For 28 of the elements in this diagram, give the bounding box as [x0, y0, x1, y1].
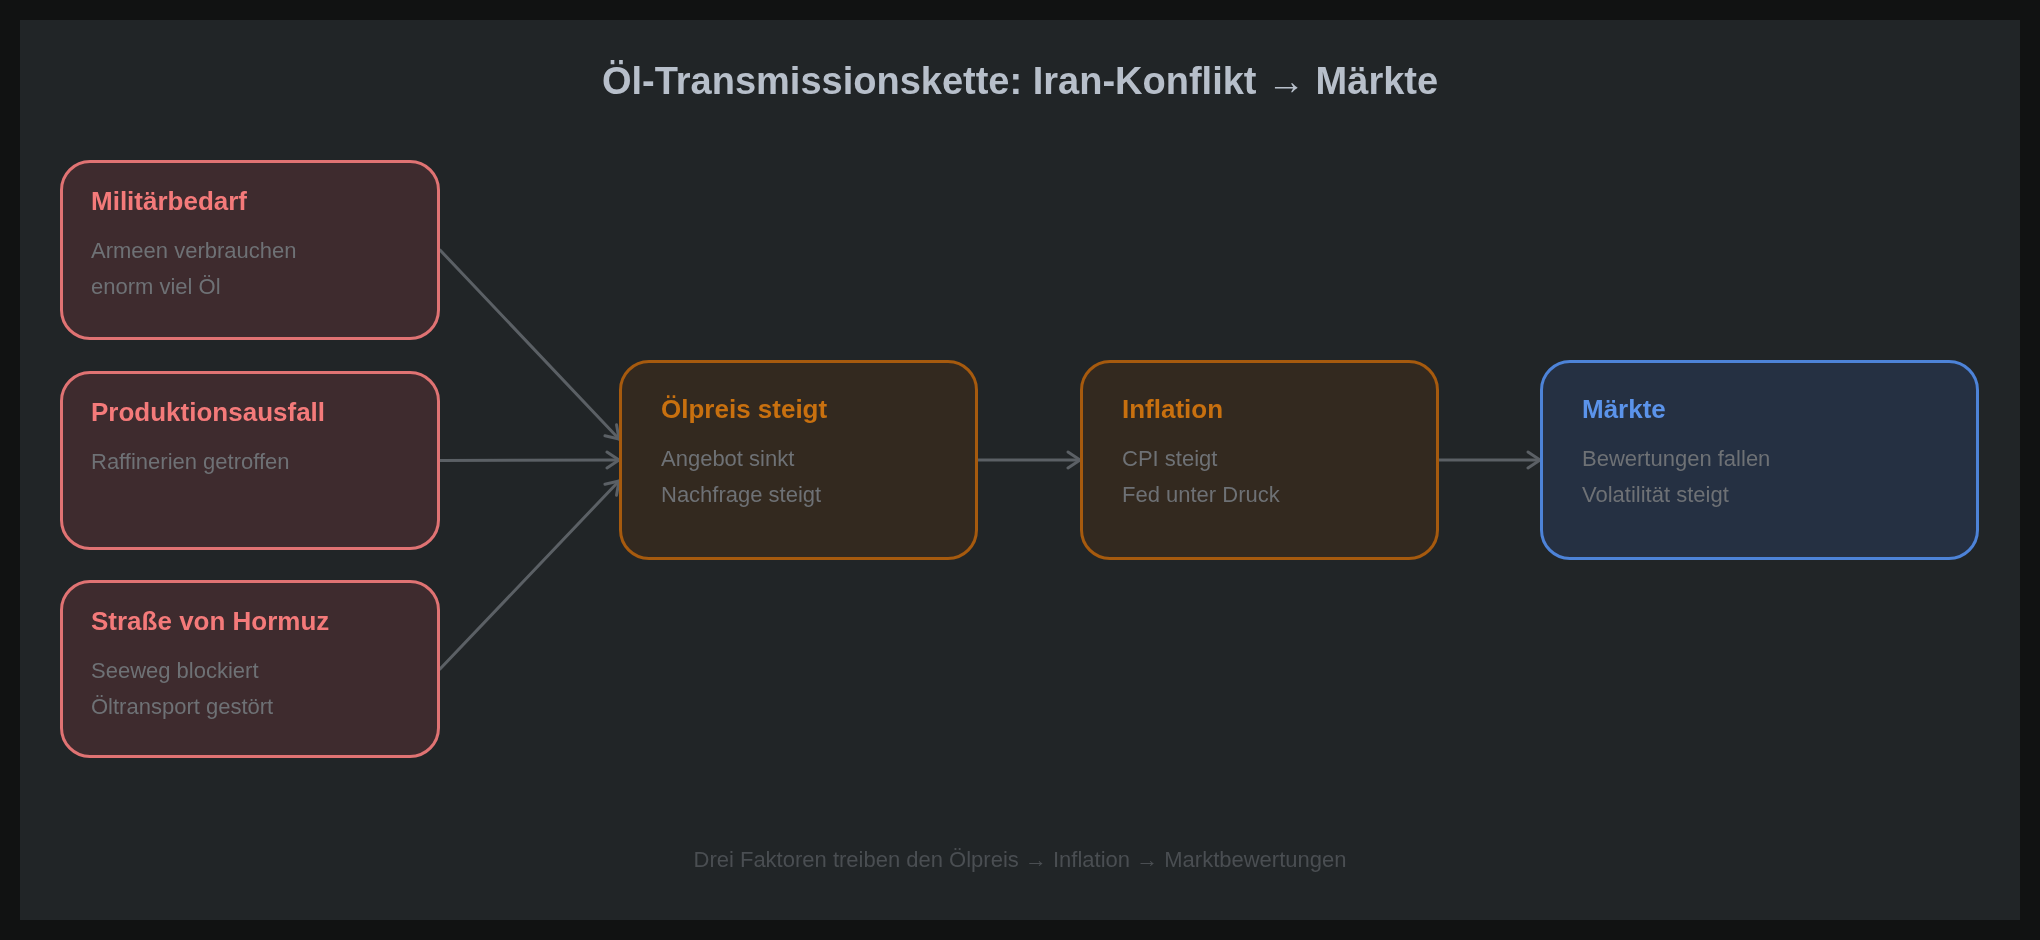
box-text: Nachfrage steigt [661, 481, 822, 509]
box-heading: Produktionsausfall [91, 397, 326, 428]
arrow [976, 450, 1082, 470]
box-text: Bewertungen fallen [1582, 445, 1771, 473]
box-text: Volatilität steigt [1582, 481, 1729, 509]
box-text: Angebot sinkt [661, 445, 795, 473]
box-heading: Ölpreis steigt [661, 394, 828, 425]
process-box [619, 360, 978, 560]
box-text: Armeen verbrauchen enorm viel Öl [91, 237, 298, 301]
diagram-title: Öl-Transmissionskette: Iran-Konflikt → Märkte [601, 59, 1439, 104]
box-heading: Militärbedarf [91, 186, 248, 217]
process-box [1540, 360, 1979, 560]
box-text: Öltransport gestört [91, 693, 274, 721]
box-heading: Straße von Hormuz [91, 606, 330, 637]
box-heading: Märkte [1582, 394, 1666, 425]
arrow [438, 450, 621, 470]
box-text: Seeweg blockiert [91, 657, 259, 685]
process-box [60, 160, 440, 340]
arrow [438, 248, 621, 441]
box-text: Raffinerien getroffen [91, 448, 290, 476]
arrow [1437, 450, 1542, 470]
process-box [60, 371, 440, 550]
box-text: CPI steigt [1122, 445, 1218, 473]
box-heading: Inflation [1122, 394, 1224, 425]
process-box [60, 580, 440, 758]
box-text: Fed unter Druck [1122, 481, 1280, 509]
process-box [1080, 360, 1439, 560]
arrow [438, 479, 621, 671]
